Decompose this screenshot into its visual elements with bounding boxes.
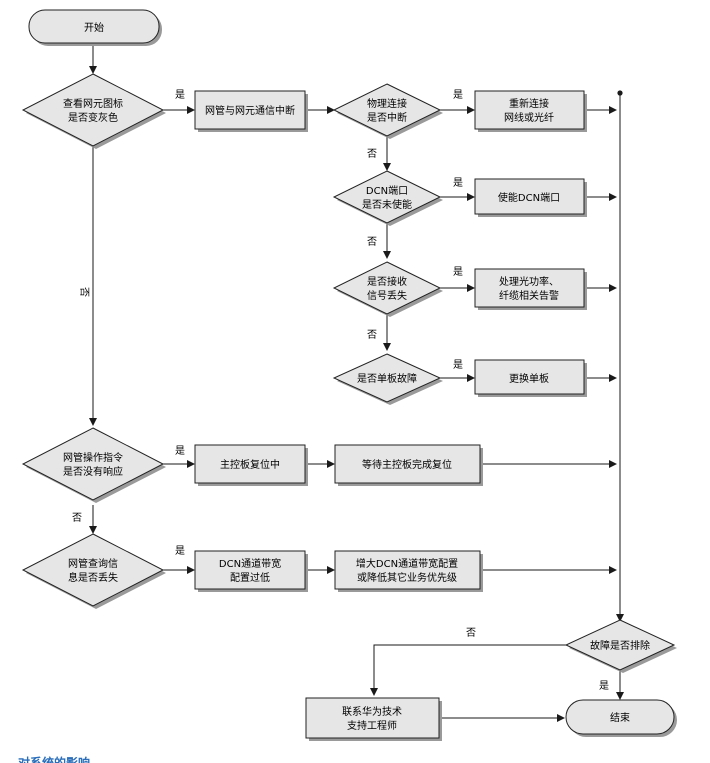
decision-command-response-label: 网管操作指令是否没有响应 (63, 451, 123, 478)
process-reconnect-label: 重新连接网线或光纤 (504, 97, 554, 124)
end-label: 结束 (610, 711, 630, 724)
no-label: 否 (466, 627, 476, 639)
decision-icon-gray: 查看网元图标是否变灰色 (21, 73, 166, 149)
nodes: 开始 查看网元图标是否变灰色 网管与网元通信中断 物理连接是否中断 重新连接网线… (21, 9, 677, 741)
process-bandwidth-low: DCN通道带宽配置过低 (194, 550, 308, 592)
section-heading: 对系统的影响 (18, 756, 91, 763)
process-increase-bandwidth: 增大DCN通道带宽配置或降低其它业务优先级 (334, 550, 483, 592)
no-label: 否 (72, 512, 82, 524)
end-terminal: 结束 (565, 699, 677, 737)
process-bandwidth-low-label: DCN通道带宽配置过低 (219, 557, 281, 584)
process-wait-reset: 等待主控板完成复位 (334, 444, 483, 486)
decision-board-fault: 是否单板故障 (332, 353, 443, 405)
process-enable-dcn: 使能DCN端口 (474, 178, 587, 217)
process-contact-engineer: 联系华为技术支持工程师 (305, 697, 442, 741)
yes-label: 是 (453, 177, 463, 189)
decision-fault-fixed-label: 故障是否排除 (590, 639, 650, 652)
decision-board-fault-label: 是否单板故障 (357, 372, 417, 385)
process-comm-broken-label: 网管与网元通信中断 (205, 104, 295, 117)
no-label: 否 (367, 236, 377, 248)
process-replace-board-label: 更换单板 (509, 372, 549, 385)
decision-dcn-port: DCN端口是否未使能 (332, 170, 443, 226)
process-reconnect: 重新连接网线或光纤 (474, 90, 587, 132)
process-comm-broken: 网管与网元通信中断 (194, 90, 308, 132)
decision-query-lost: 网管查询信息是否丢失 (21, 533, 166, 609)
decision-dcn-port-label: DCN端口是否未使能 (362, 184, 412, 211)
branch-labels: 是 是 是 是 是 是 是 是 否 否 否 否 否 否 (72, 89, 609, 692)
yes-label: 是 (453, 359, 463, 371)
decision-icon-gray-label: 查看网元图标是否变灰色 (63, 97, 123, 124)
no-label: 否 (367, 329, 377, 341)
yes-label: 是 (175, 445, 185, 457)
no-label: 否 (367, 148, 377, 160)
yes-label: 是 (599, 680, 609, 692)
process-enable-dcn-label: 使能DCN端口 (498, 191, 560, 204)
process-contact-engineer-label: 联系华为技术支持工程师 (342, 705, 402, 732)
yes-label: 是 (175, 89, 185, 101)
start-label: 开始 (84, 21, 104, 34)
decision-physical-link: 物理连接是否中断 (332, 83, 443, 139)
yes-label: 是 (453, 89, 463, 101)
process-board-resetting: 主控板复位中 (194, 444, 308, 486)
decision-query-lost-label: 网管查询信息是否丢失 (68, 557, 118, 584)
yes-label: 是 (175, 545, 185, 557)
decision-physical-link-label: 物理连接是否中断 (367, 97, 407, 124)
process-wait-reset-label: 等待主控板完成复位 (362, 458, 452, 471)
yes-label: 是 (453, 266, 463, 278)
connectors (89, 44, 624, 722)
decision-command-response: 网管操作指令是否没有响应 (21, 427, 166, 503)
process-handle-alarms-label: 处理光功率、纤缆相关告警 (499, 275, 559, 302)
process-replace-board: 更换单板 (474, 359, 587, 397)
decision-fault-fixed: 故障是否排除 (564, 619, 677, 673)
process-board-resetting-label: 主控板复位中 (220, 458, 280, 471)
process-handle-alarms: 处理光功率、纤缆相关告警 (474, 268, 587, 310)
decision-signal-loss: 是否接收信号丢失 (332, 261, 443, 317)
process-increase-bandwidth-label: 增大DCN通道带宽配置或降低其它业务优先级 (356, 557, 458, 584)
decision-signal-loss-label: 是否接收信号丢失 (367, 275, 407, 302)
start-terminal: 开始 (28, 9, 162, 46)
edge-fixed-no (370, 644, 566, 696)
no-label: 否 (78, 287, 90, 297)
